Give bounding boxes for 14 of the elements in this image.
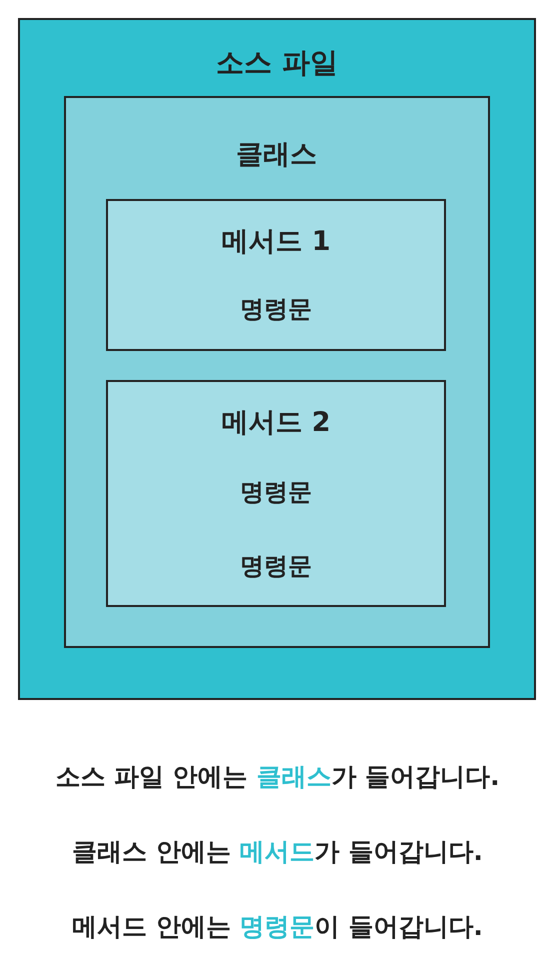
source-file-box <box>18 18 536 700</box>
explanation-sentence: 소스 파일 안에는 클래스가 들어갑니다. <box>55 761 500 793</box>
method-box <box>106 380 446 607</box>
class-box <box>64 96 490 648</box>
explanation-sentence: 클래스 안에는 메서드가 들어갑니다. <box>72 836 483 868</box>
statement-text: 명령문 <box>240 477 312 508</box>
box-heading: 소스 파일 <box>216 45 338 81</box>
method-box <box>106 199 446 351</box>
box-heading: 클래스 <box>236 138 317 172</box>
statement-text: 명령문 <box>240 294 312 325</box>
box-heading: 메서드 1 <box>221 225 331 259</box>
explanation-sentence: 메서드 안에는 명령문이 들어갑니다. <box>72 911 483 943</box>
statement-text: 명령문 <box>240 551 312 582</box>
box-heading: 메서드 2 <box>221 406 331 440</box>
